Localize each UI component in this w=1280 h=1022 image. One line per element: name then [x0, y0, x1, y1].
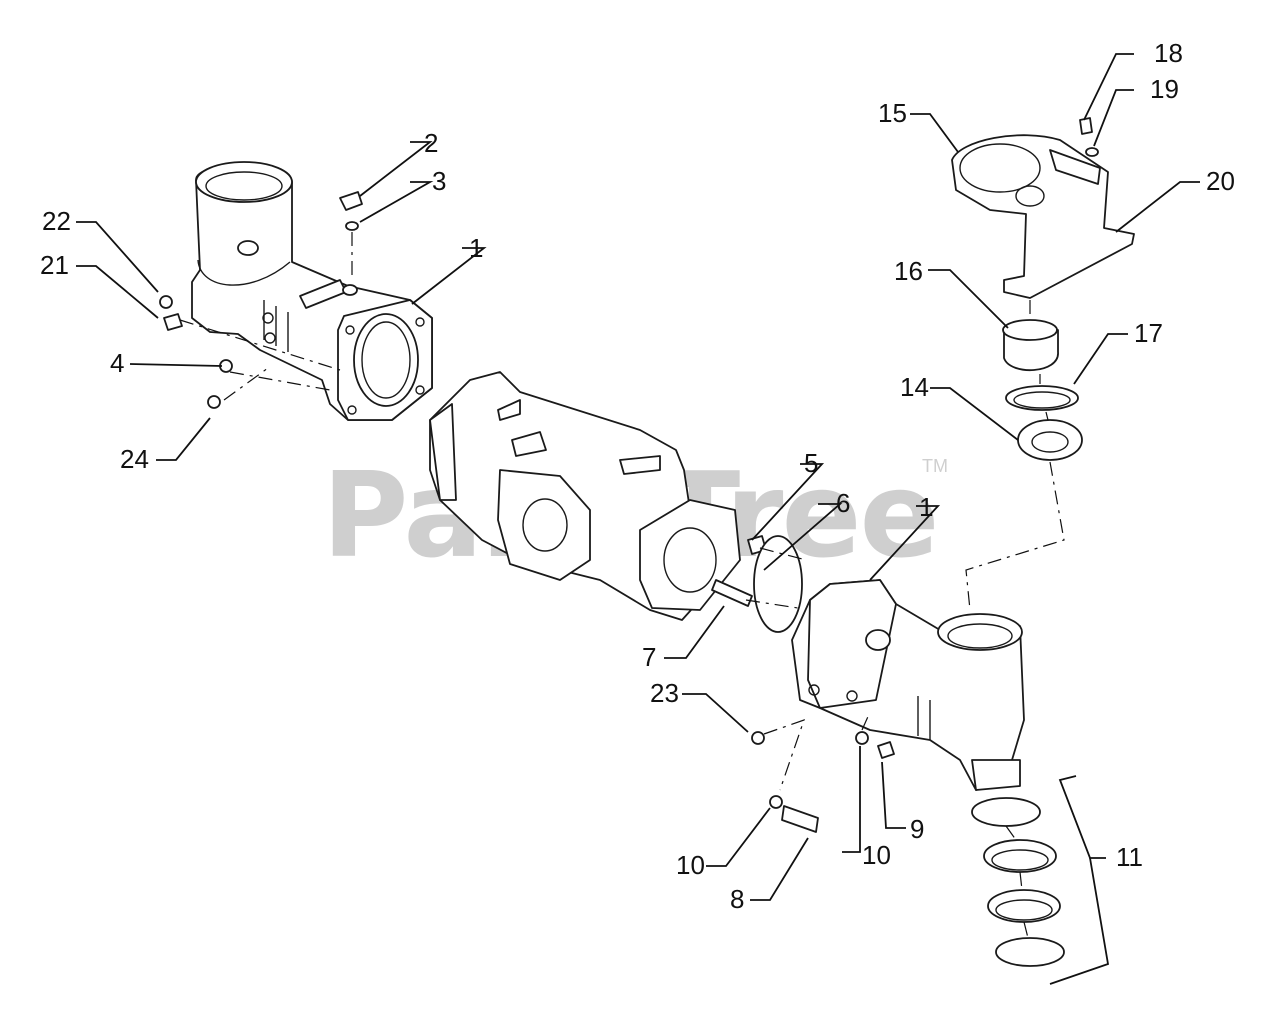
- bearing-seal-stack: [1002, 319, 1083, 461]
- callout-18: 18: [1154, 38, 1183, 68]
- callout-1-left: 1: [469, 233, 483, 263]
- callout-10-right: 10: [862, 840, 891, 870]
- small-hardware: [159, 117, 1099, 833]
- callout-24: 24: [120, 444, 149, 474]
- callout-22: 22: [42, 206, 71, 236]
- left-gearbox-housing: [191, 161, 433, 421]
- callout-11: 11: [1116, 842, 1143, 872]
- callout-16: 16: [894, 256, 923, 286]
- right-gearbox-housing: [791, 579, 1025, 791]
- callout-9: 9: [910, 814, 924, 844]
- callout-4: 4: [110, 348, 124, 378]
- callout-3: 3: [432, 166, 446, 196]
- callout-17: 17: [1134, 318, 1163, 348]
- callout-21: 21: [40, 250, 69, 280]
- callout-19: 19: [1150, 74, 1179, 104]
- callout-14: 14: [900, 372, 929, 402]
- callout-15: 15: [878, 98, 907, 128]
- callout-1-right: 1: [919, 492, 933, 522]
- callout-20: 20: [1206, 166, 1235, 196]
- upper-right-cover: [951, 134, 1135, 299]
- callout-8: 8: [730, 884, 744, 914]
- callout-23: 23: [650, 678, 679, 708]
- alignment-lines: [179, 232, 1065, 939]
- watermark-trademark: TM: [922, 456, 948, 476]
- callout-labels: 1 1 2 3 4 5 6 7 8 9 10 10 11 14 15 16 17…: [40, 38, 1235, 914]
- callout-2: 2: [424, 128, 438, 158]
- callout-5: 5: [804, 448, 818, 478]
- callout-10-left: 10: [676, 850, 705, 880]
- callout-7: 7: [642, 642, 656, 672]
- leader-lines: [76, 53, 1200, 985]
- callout-6: 6: [836, 488, 850, 518]
- bottom-seal-stack: [971, 797, 1065, 967]
